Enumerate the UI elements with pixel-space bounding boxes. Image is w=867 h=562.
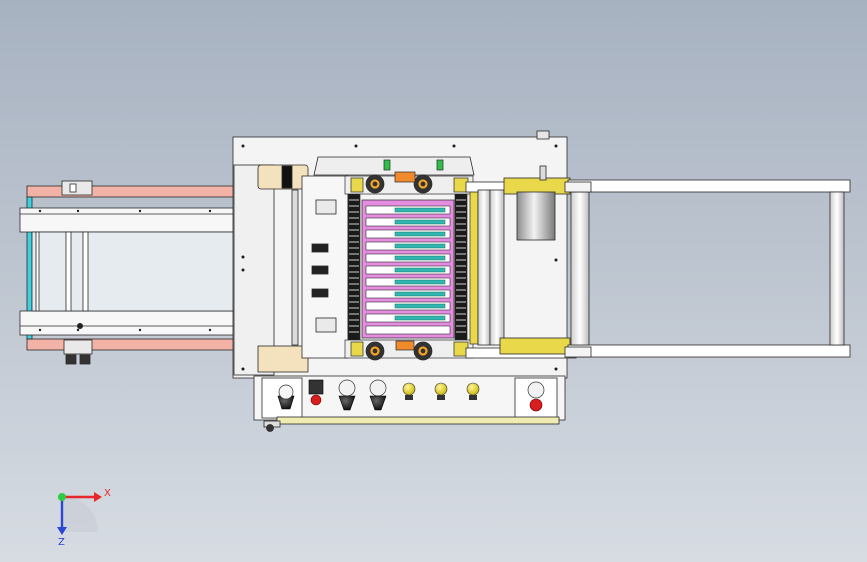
cutter-roller-assembly[interactable] [344,159,479,361]
selector-knob-icon[interactable] [277,384,295,410]
indicator-light-icon [402,382,416,400]
selector-knob-icon[interactable] [369,379,387,411]
power-switch-icon[interactable] [527,381,545,412]
emergency-stop-icon[interactable] [308,379,324,406]
clamp-icon [311,265,329,275]
z-axis-label: Z [58,537,65,548]
motor-cylinder [516,191,556,241]
mount-block [63,339,93,355]
tension-bracket[interactable] [257,164,349,373]
bearing-icon [365,174,433,361]
axis-triad: X Z [57,488,111,548]
indicator-light-icon [466,382,480,400]
right-conveyor-frame[interactable] [564,179,851,358]
selector-knob-icon[interactable] [338,379,356,411]
mount-block [61,180,93,196]
bottom-handle-bar [276,416,560,425]
output-rollers[interactable] [465,165,577,359]
x-axis-label: X [104,488,111,499]
clamp-icon [311,288,329,298]
clamp-icon [311,243,329,253]
indicator-light-icon [434,382,448,400]
left-conveyor-frame[interactable] [19,180,303,365]
